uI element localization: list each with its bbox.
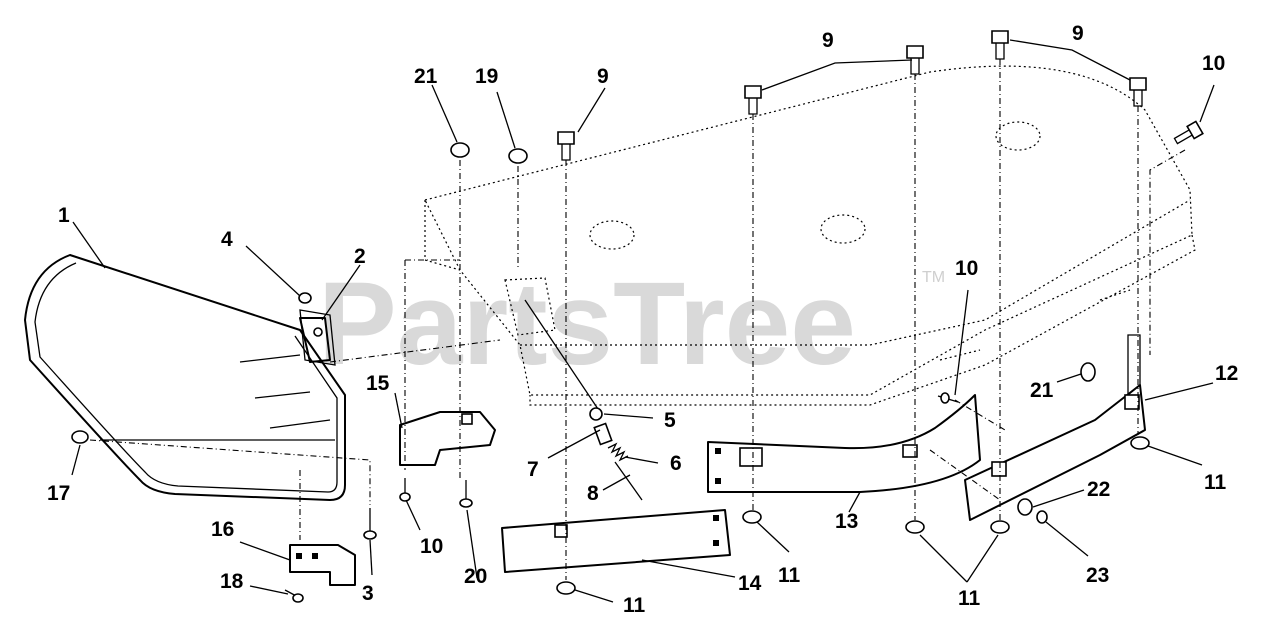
hex-bolts — [557, 30, 1204, 161]
callout-labels: 1 2 3 4 5 6 7 8 9 9 9 10 10 10 11 11 11 … — [47, 22, 1238, 617]
callout-11-d: 11 — [623, 594, 646, 617]
side-baffle — [964, 334, 1146, 521]
callout-10-a: 10 — [1202, 52, 1225, 75]
callout-7: 7 — [527, 458, 539, 481]
mount-bracket — [399, 411, 496, 466]
callout-10-c: 10 — [420, 535, 443, 558]
callout-1: 1 — [58, 204, 70, 227]
callout-6: 6 — [670, 452, 682, 475]
discharge-chute — [24, 254, 346, 501]
callout-11-c: 11 — [1204, 471, 1227, 494]
callout-12: 12 — [1215, 362, 1238, 385]
latch-plate — [289, 544, 356, 586]
watermark-text: PartsTree — [318, 258, 856, 390]
callout-13: 13 — [835, 510, 858, 533]
callout-9-c: 9 — [1072, 22, 1084, 45]
callout-14: 14 — [738, 572, 762, 595]
nuts-washers — [71, 142, 1150, 595]
callout-10-b: 10 — [955, 257, 978, 280]
callout-22: 22 — [1087, 478, 1110, 501]
callout-11-b: 11 — [958, 587, 981, 610]
leader-lines — [71, 39, 1215, 603]
callout-9-b: 9 — [822, 29, 834, 52]
assembly-lines — [89, 59, 1186, 580]
front-baffle — [501, 509, 731, 573]
callout-11-a: 11 — [778, 564, 801, 587]
callout-3: 3 — [362, 582, 374, 605]
callout-21-b: 21 — [1030, 379, 1054, 402]
watermark-trademark: TM — [922, 269, 945, 286]
callout-15: 15 — [366, 372, 390, 395]
callout-20: 20 — [464, 565, 487, 588]
screws — [284, 392, 959, 603]
chute-hinge-bracket — [299, 317, 331, 363]
callout-4: 4 — [221, 228, 233, 251]
callout-23: 23 — [1086, 564, 1109, 587]
mower-deck — [424, 65, 1196, 406]
callout-5: 5 — [664, 409, 676, 432]
callout-9-a: 9 — [597, 65, 609, 88]
callout-2: 2 — [354, 245, 366, 268]
callout-21-a: 21 — [414, 65, 438, 88]
rear-baffle — [707, 394, 981, 493]
watermark: PartsTree TM — [318, 258, 945, 390]
callout-18: 18 — [220, 570, 244, 593]
callout-16: 16 — [211, 518, 234, 541]
callout-19: 19 — [475, 65, 498, 88]
callout-17: 17 — [47, 482, 70, 505]
callout-8: 8 — [587, 482, 599, 505]
spring-assembly — [524, 299, 643, 501]
